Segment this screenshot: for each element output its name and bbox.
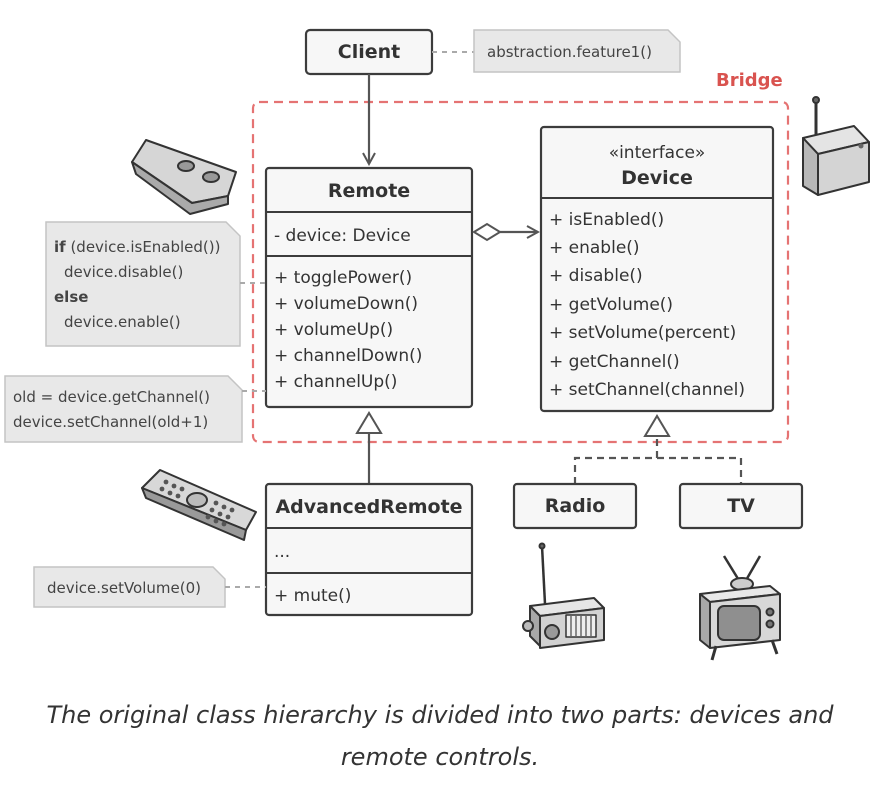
toggle-note-line: if (device.isEnabled()) bbox=[54, 238, 220, 256]
remote-title: Remote bbox=[328, 180, 410, 202]
remote-field: - device: Device bbox=[274, 226, 411, 246]
radio-icon bbox=[522, 542, 605, 649]
device-title: Device bbox=[621, 167, 693, 189]
figure-caption: The original class hierarchy is divided … bbox=[46, 701, 834, 771]
toggle-note-line: device.enable() bbox=[64, 313, 181, 331]
device-method: + setVolume(percent) bbox=[549, 323, 736, 343]
remote-method: + volumeUp() bbox=[274, 320, 393, 340]
channel-note-line: old = device.getChannel() bbox=[13, 388, 210, 406]
device-interface[interactable]: «interface» Device + isEnabled() + enabl… bbox=[539, 125, 775, 413]
channel-note-line: device.setChannel(old+1) bbox=[13, 413, 208, 431]
mute-note-text: device.setVolume(0) bbox=[47, 579, 201, 597]
aggregation-diamond bbox=[472, 222, 502, 242]
remote-control-icon bbox=[131, 139, 237, 215]
device-method: + enable() bbox=[549, 238, 640, 258]
device-method: + isEnabled() bbox=[549, 210, 664, 230]
wifi-router-icon bbox=[802, 96, 870, 196]
client-note-text: abstraction.feature1() bbox=[487, 43, 652, 61]
bridge-diagram: Bridge Client abstraction.feature1() Rem… bbox=[4, 28, 870, 661]
toggle-note-line: else bbox=[54, 288, 88, 306]
tv-icon bbox=[699, 555, 781, 661]
device-method: + getChannel() bbox=[549, 352, 680, 372]
remote-class[interactable]: Remote - device: Device + togglePower() … bbox=[264, 166, 474, 409]
implementations-realization bbox=[573, 436, 743, 484]
tv-title: TV bbox=[727, 495, 755, 517]
remote-method: + channelUp() bbox=[274, 372, 397, 392]
toggle-note-line: device.disable() bbox=[64, 263, 183, 281]
mute-note bbox=[33, 566, 226, 608]
toggle-note bbox=[45, 221, 241, 347]
tv-remote-icon bbox=[141, 469, 257, 541]
device-method: + disable() bbox=[549, 266, 643, 286]
remote-method: + togglePower() bbox=[274, 268, 412, 288]
device-method: + getVolume() bbox=[549, 295, 673, 315]
tv-box[interactable] bbox=[678, 482, 804, 530]
bridge-label: Bridge bbox=[716, 70, 783, 91]
radio-title: Radio bbox=[545, 495, 606, 517]
remote-method: + channelDown() bbox=[274, 346, 422, 366]
device-stereotype: «interface» bbox=[609, 143, 706, 163]
bridge-region bbox=[251, 100, 790, 444]
client-title: Client bbox=[338, 41, 400, 63]
advanced-remote-method: + mute() bbox=[274, 586, 351, 606]
remote-method: + volumeDown() bbox=[274, 294, 418, 314]
client-note bbox=[473, 29, 681, 73]
advanced-remote-title: AdvancedRemote bbox=[275, 496, 462, 518]
inheritance-triangle bbox=[355, 411, 383, 434]
realization-triangle bbox=[643, 414, 671, 437]
advanced-remote-class[interactable]: AdvancedRemote ... + mute() bbox=[264, 482, 474, 617]
channel-note bbox=[4, 375, 243, 443]
device-method: + setChannel(channel) bbox=[549, 380, 745, 400]
radio-box[interactable] bbox=[512, 482, 638, 530]
advanced-remote-field: ... bbox=[274, 542, 290, 562]
